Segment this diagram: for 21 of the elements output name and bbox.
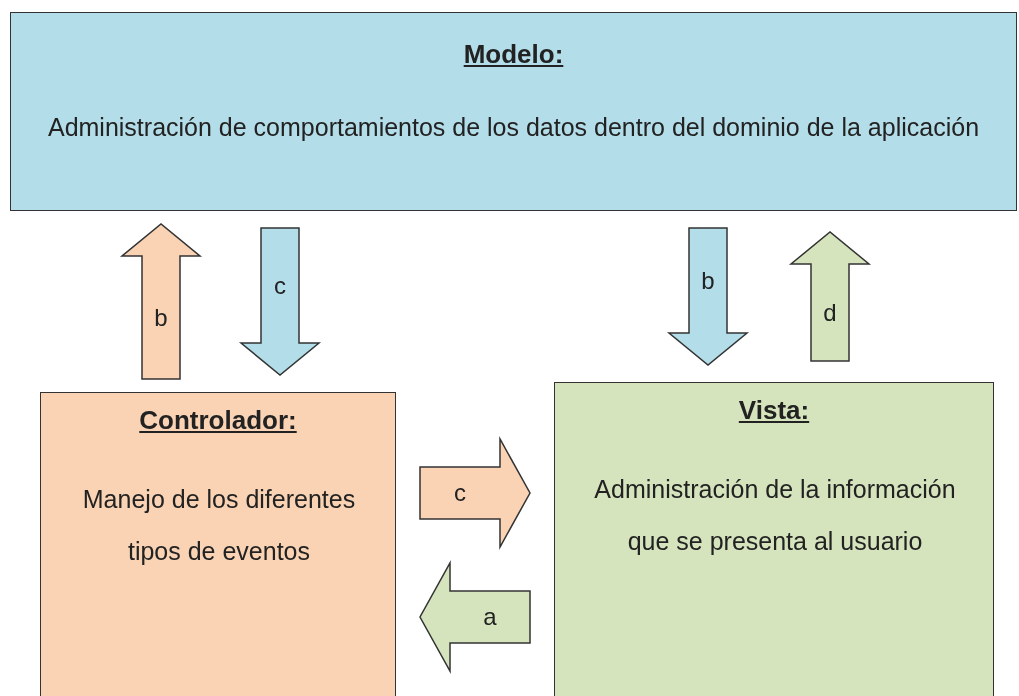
block-arrow (788, 231, 872, 362)
edge-label: b (701, 266, 715, 295)
block-arrow (419, 560, 531, 674)
edge-label: b (154, 303, 168, 332)
block-arrow (666, 227, 750, 366)
edge-label: a (483, 603, 497, 631)
process-box (554, 382, 994, 696)
block-arrow (119, 223, 203, 380)
edge-label: c (274, 271, 286, 300)
block-arrow (419, 436, 531, 550)
box-description: Administración de comportamientos de los datos dentro del dominio de la aplicación (46, 112, 981, 143)
box-heading: Modelo: (462, 39, 565, 70)
box-description: Manejo de los diferentes tipos de eventos (81, 484, 357, 567)
box-description: Administración de la información que se presenta al usuario (593, 474, 957, 557)
box-heading: Controlador: (138, 405, 298, 436)
edge-label: d (823, 298, 837, 327)
block-arrow (238, 227, 322, 376)
process-box (10, 12, 1017, 211)
edge-label: c (454, 479, 466, 507)
process-box (40, 392, 396, 696)
box-heading: Vista: (737, 395, 811, 426)
